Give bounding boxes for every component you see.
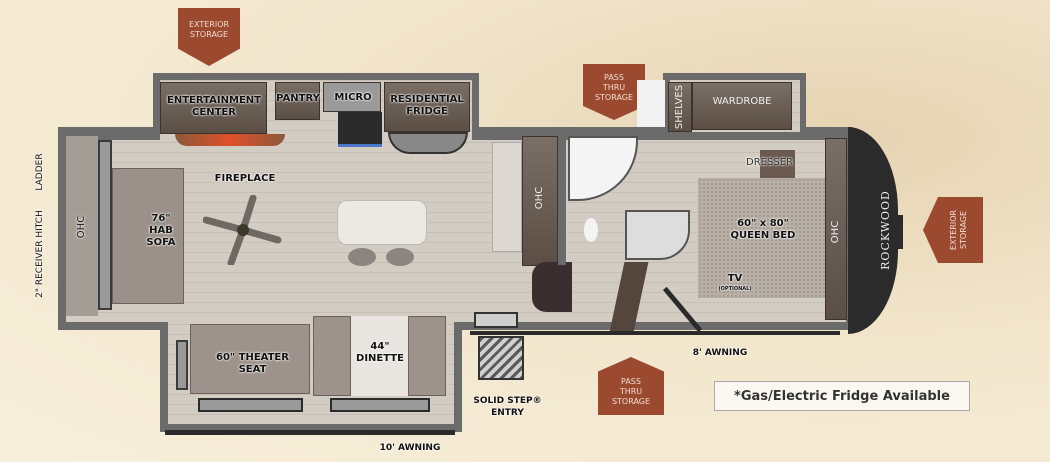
tag-label: EXTERIOR STORAGE [949, 209, 968, 251]
fridge-note: *Gas/Electric Fridge Available [714, 381, 970, 411]
ceiling-fan-icon [202, 194, 283, 267]
bottom-window-left [198, 398, 303, 412]
theater-seat [190, 324, 310, 394]
kitchen-island [337, 200, 427, 245]
entry-step[interactable] [478, 336, 524, 380]
rear-window [98, 140, 112, 310]
sofa-label: 76" HAB SOFA [146, 213, 176, 248]
queen-bed [698, 178, 828, 298]
rear-ohc-cabinet [66, 136, 98, 316]
mid-recliner [532, 262, 572, 312]
hab-sofa [112, 168, 184, 304]
exterior-storage-tag-top: EXTERIOR STORAGE [178, 8, 240, 66]
side-window [176, 340, 188, 390]
dinette-bench-right [408, 316, 446, 396]
dinette-label: 44" DINETTE [356, 341, 404, 364]
shelves [668, 82, 692, 132]
microwave [323, 82, 381, 112]
receiver-hitch-label: 2" RECEIVER HITCH [35, 210, 45, 298]
dresser-label: DRESSER [746, 157, 793, 168]
wardrobe [692, 82, 792, 130]
dinette-bench-left [313, 316, 351, 396]
awning-8 [470, 331, 840, 335]
micro-label: MICRO [334, 92, 372, 103]
entertainment-center [160, 82, 267, 134]
tag-label: EXTERIOR STORAGE [188, 20, 230, 39]
entry-door[interactable] [474, 312, 518, 328]
fridge-doors [388, 132, 468, 154]
microwave-door [338, 112, 382, 147]
tv-optional-label: (OPTIONAL) [718, 286, 752, 292]
toilet [584, 218, 598, 242]
tag-label: PASS THRU STORAGE [611, 377, 651, 406]
bath-sink [625, 210, 690, 260]
front-ohc-cabinet [825, 138, 847, 320]
wardrobe-label: WARDROBE [712, 96, 772, 107]
pass-thru-storage-tag-bottom: PASS THRU STORAGE [598, 357, 664, 415]
entertainment-center-label: ENTERTAINMENT CENTER [167, 95, 261, 118]
residential-fridge [384, 82, 470, 132]
pantry [275, 82, 320, 120]
entry-label: SOLID STEP® ENTRY [473, 396, 542, 418]
bottom-window-right [330, 398, 430, 412]
pantry-label: PANTRY [276, 93, 320, 104]
shelves-label: SHELVES [674, 84, 685, 130]
tv-label: TV [727, 273, 743, 284]
rear-ohc-label: OHC [76, 215, 87, 239]
exterior-storage-tag-front: EXTERIOR STORAGE [923, 197, 983, 263]
fridge-note-text: *Gas/Electric Fridge Available [734, 388, 950, 404]
awning-10-label: 10' AWNING [379, 443, 441, 453]
brand-logo: ROCKWOOD [879, 190, 892, 270]
dresser [760, 150, 795, 178]
tag-label: PASS THRU STORAGE [594, 73, 634, 102]
residential-fridge-label: RESIDENTIAL FRIDGE [390, 94, 464, 117]
kitchen-counter [492, 142, 522, 252]
fireplace [175, 134, 285, 146]
queen-bed-label: 60" x 80" QUEEN BED [730, 218, 796, 241]
bath-wall [558, 130, 566, 265]
stool-right [386, 248, 414, 266]
fireplace-label: FIREPLACE [214, 173, 276, 184]
theater-seat-label: 60" THEATER SEAT [216, 352, 289, 375]
ladder-label: LADDER [35, 153, 45, 191]
awning-10 [165, 430, 455, 435]
front-ohc-label: OHC [830, 220, 841, 244]
stool-left [348, 248, 376, 266]
pass-thru-storage-box [637, 80, 665, 130]
mid-ohc-cabinet [522, 136, 558, 266]
pass-thru-storage-tag-top: PASS THRU STORAGE [583, 64, 645, 120]
dinette-table [351, 316, 408, 396]
mid-ohc-label: OHC [534, 186, 545, 210]
front-hitch-pin [895, 215, 903, 249]
awning-8-label: 8' AWNING [692, 348, 748, 358]
